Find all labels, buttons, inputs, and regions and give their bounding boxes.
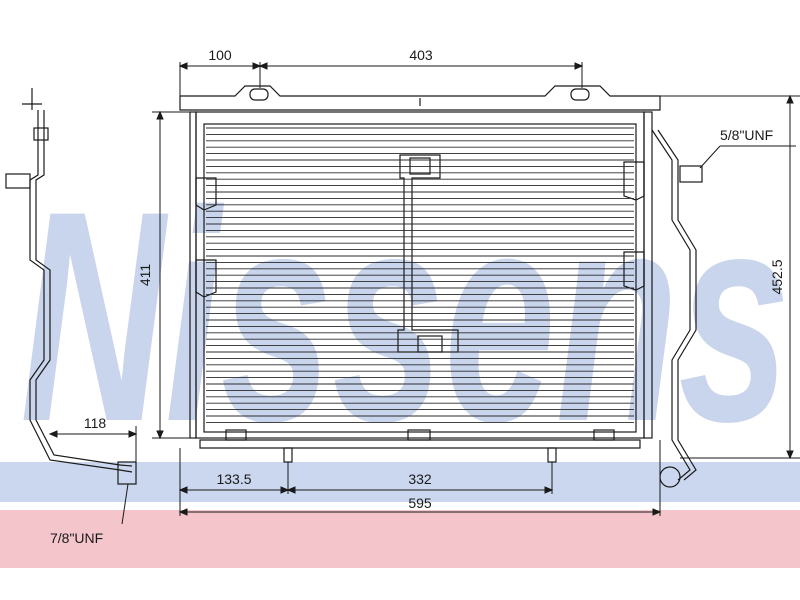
bracket-right-upper <box>623 161 645 201</box>
pipe-left <box>29 110 133 473</box>
dim-top-left: 100 <box>208 47 232 63</box>
dimension-lines <box>48 62 800 525</box>
pipe-right <box>651 129 691 481</box>
dim-fitting-bottom: 7/8"UNF <box>50 530 103 546</box>
fitting-left-top <box>33 127 49 141</box>
dim-top-mid: 403 <box>409 47 433 63</box>
dim-overall-width: 595 <box>408 495 432 511</box>
bracket-left-lower <box>195 259 217 298</box>
condenser-fins <box>206 127 634 423</box>
top-mounting-bar <box>179 85 661 111</box>
mount-slot-left <box>249 88 269 101</box>
watermark-band-blue <box>0 462 800 502</box>
core-inner <box>203 123 637 433</box>
condenser-outline <box>5 85 703 488</box>
dim-fitting-right: 5/8"UNF <box>720 127 773 143</box>
dim-height-left: 411 <box>137 264 153 287</box>
watermark: Nissens <box>0 148 800 568</box>
dimension-labels: 100 403 5/8"UNF 411 452.5 118 133.5 332 … <box>50 47 785 546</box>
watermark-band-pink <box>0 510 800 568</box>
fitting-left-side <box>5 173 31 189</box>
bracket-right-lower <box>623 251 645 291</box>
fitting-right <box>679 165 703 183</box>
dim-pipe-left: 118 <box>84 415 107 431</box>
bottom-rail <box>199 439 641 449</box>
watermark-text: Nissens <box>20 148 790 484</box>
mount-slot-right <box>570 88 590 101</box>
bracket-left-upper <box>195 177 217 211</box>
fitting-left-bottom <box>117 461 137 485</box>
dim-height-right: 452.5 <box>769 259 785 294</box>
dim-bottom-left: 133.5 <box>216 471 251 487</box>
dim-bottom-mid: 332 <box>408 471 432 487</box>
